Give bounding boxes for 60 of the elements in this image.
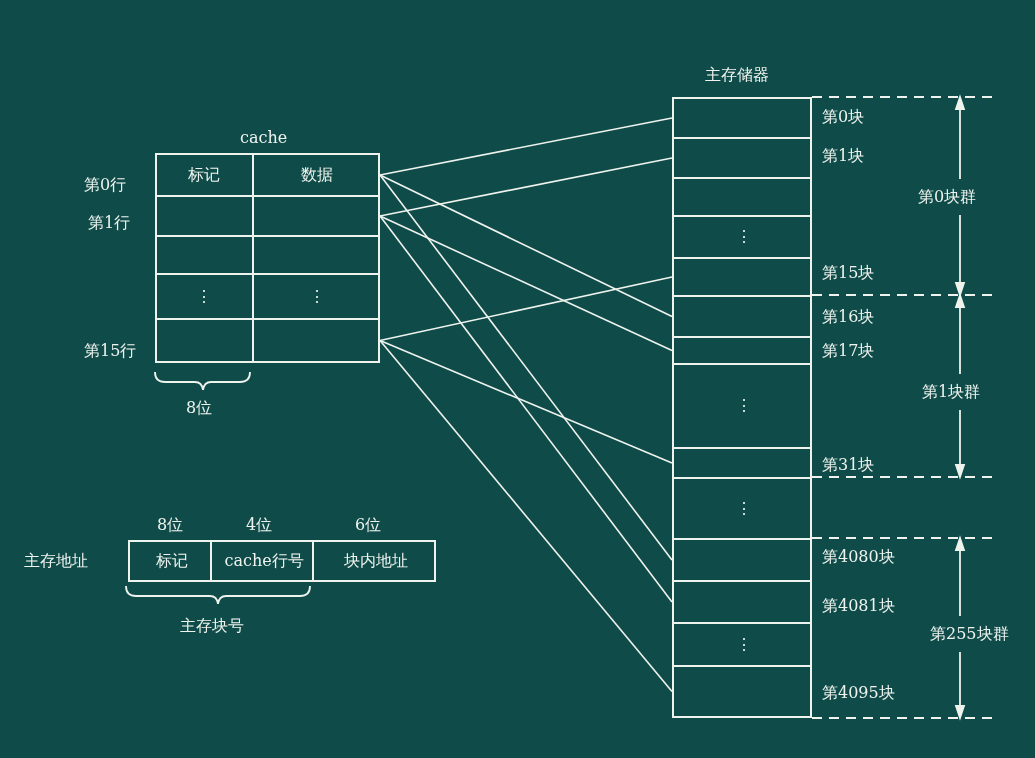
bit-width-label: 6位 [355,515,382,535]
block-label: 第4095块 [822,683,895,703]
ellipsis: ⋮ [736,227,752,247]
group-label: 第0块群 [918,187,977,207]
memory-block [672,215,812,259]
block-label: 第15块 [822,263,875,283]
field-label: cache行号 [224,551,304,571]
bit-width-label: 8位 [186,398,213,418]
bit-width-label: 主存块号 [180,616,244,636]
mapping-line [379,339,673,693]
memory-block [672,336,812,365]
column-header: 数据 [300,165,333,185]
address-field [210,540,314,582]
bit-width-label: 4位 [246,515,273,535]
line-label: 第1行 [88,213,131,233]
memory-block [672,538,812,582]
block-label: 第17块 [822,341,875,361]
block-label: 第1块 [822,146,865,166]
mapping-line [379,339,673,464]
heading: 主存地址 [24,551,88,571]
ellipsis: ⋮ [196,286,213,307]
mapping-line [379,215,673,352]
address-field [312,540,436,582]
group-label: 第1块群 [922,382,981,402]
field-label: 块内地址 [344,551,408,571]
column-header: 标记 [188,165,221,185]
mapping-line [379,276,673,342]
mapping-line [379,157,673,217]
memory-block [672,477,812,540]
mapping-line [379,174,673,561]
line-label: 第15行 [84,341,137,361]
memory-block [672,137,812,179]
memory-block [672,257,812,297]
heading: cache [240,128,288,148]
ellipsis: ⋮ [308,286,325,307]
address-field [128,540,212,582]
memory-block [672,177,812,217]
mapping-line [379,215,673,603]
line-label: 第0行 [84,175,127,195]
bit-width-label: 8位 [157,515,184,535]
field-label: 标记 [156,551,188,571]
memory-block [672,295,812,338]
memory-block [672,665,812,718]
block-label: 第31块 [822,455,875,475]
mapping-line [379,174,673,318]
mapping-line [379,117,673,176]
ellipsis: ⋮ [736,498,752,519]
group-label: 第255块群 [930,624,1009,644]
memory-block [672,363,812,449]
memory-block [672,622,812,667]
heading: 主存储器 [705,65,769,85]
ellipsis: ⋮ [736,634,752,655]
block-label: 第16块 [822,307,875,327]
block-label: 第4081块 [822,596,895,616]
memory-block [672,447,812,479]
block-label: 第4080块 [822,547,895,567]
memory-block [672,97,812,139]
block-label: 第0块 [822,107,865,127]
memory-block [672,580,812,624]
ellipsis: ⋮ [736,396,752,416]
